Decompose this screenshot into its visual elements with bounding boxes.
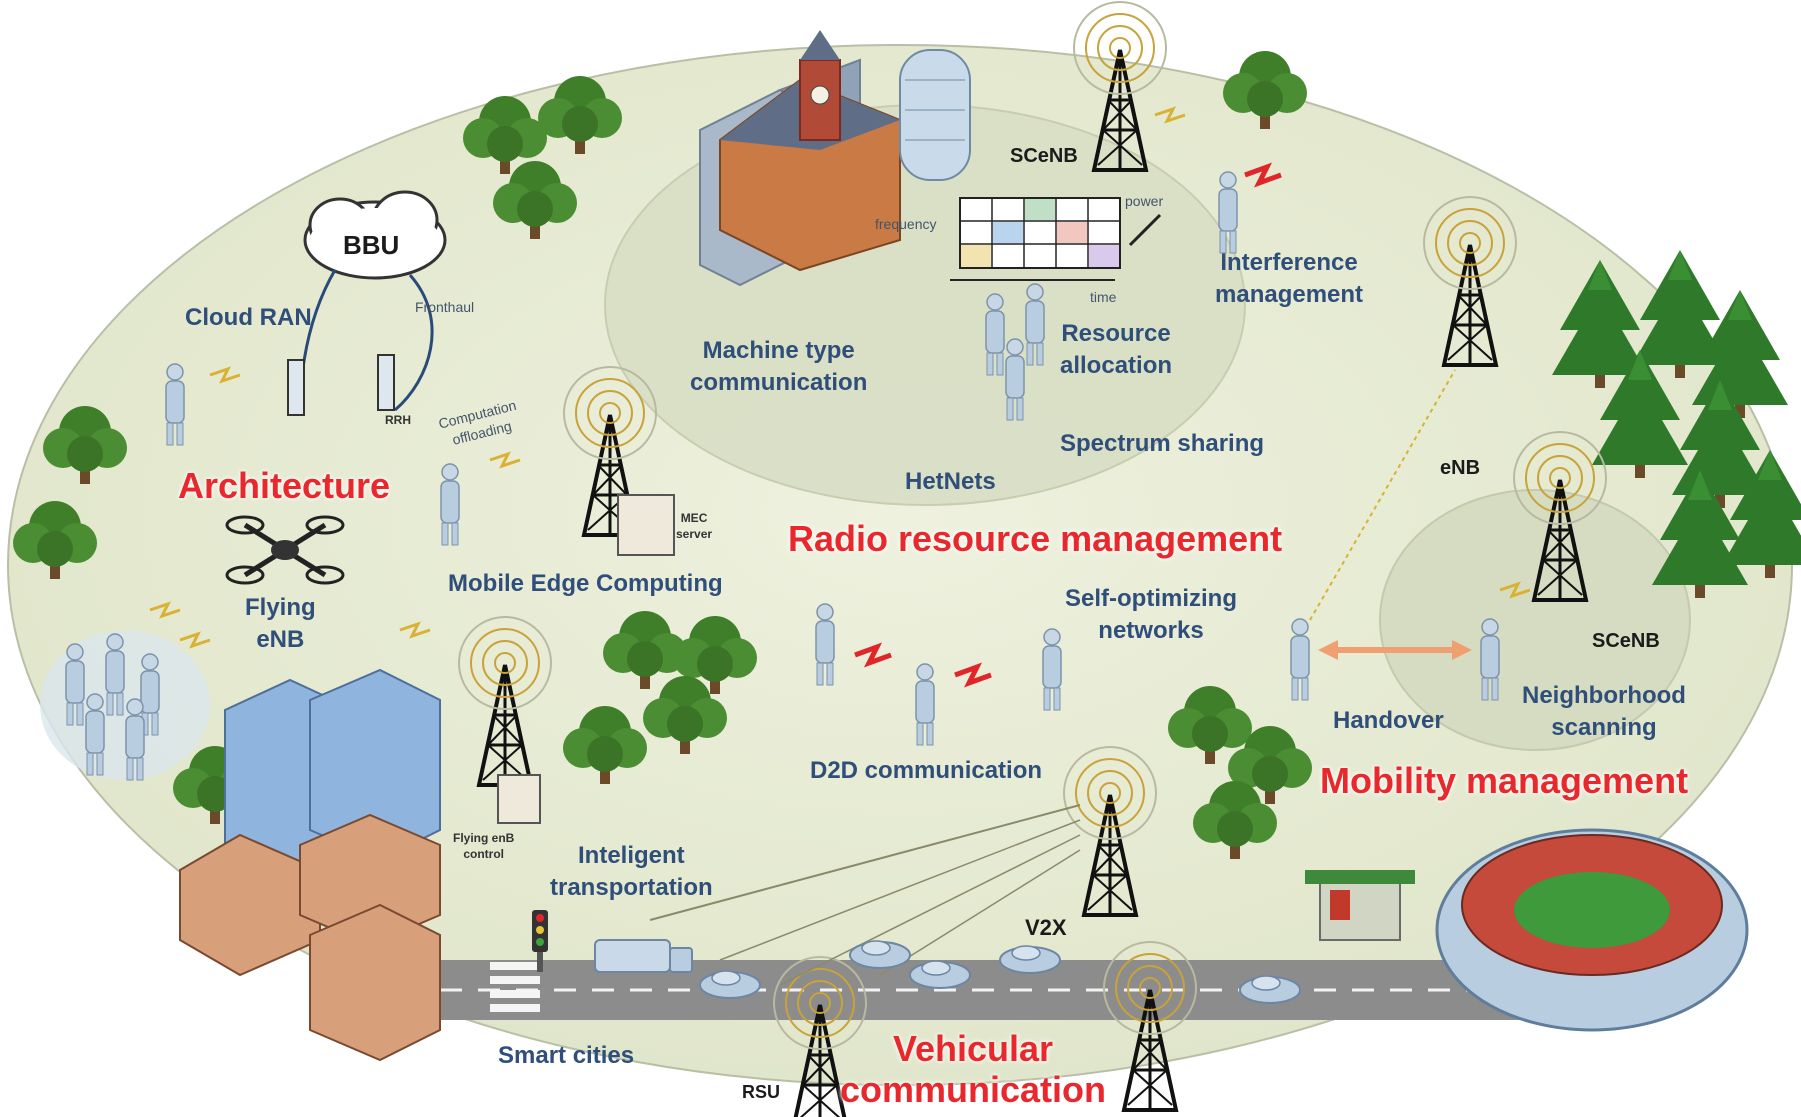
building-icon — [179, 668, 441, 1062]
handover-arrow — [1318, 640, 1472, 660]
enb-label: eNB — [1440, 457, 1481, 479]
neighborhood-scanning-label: Neighborhood scanning — [1522, 682, 1686, 742]
flying-enb-label: Flying eNB — [245, 594, 316, 654]
spectrum-sharing-label: Spectrum sharing — [1060, 430, 1265, 457]
smart-cities-label: Smart cities — [498, 1042, 635, 1069]
d2d-communication-label: D2D communication — [810, 757, 1043, 784]
fronthaul-label: Fronthaul — [415, 299, 475, 315]
intelligent-transportation-label: Inteligent transportation — [550, 842, 713, 902]
v2x-label: V2X — [1025, 915, 1067, 940]
category-radio-resource-management: Radio resource management — [788, 518, 1283, 559]
traffic-light-icon — [532, 910, 548, 972]
mec-server-label: MEC server — [676, 511, 713, 542]
machine-type-communication-label: Machine type communication — [690, 337, 868, 397]
building-icon — [1305, 870, 1415, 941]
building-icon — [719, 30, 901, 272]
scenb-zone — [1379, 489, 1691, 751]
car-icon — [849, 940, 911, 969]
hetnets-label: HetNets — [905, 468, 996, 495]
interference-management-label: Interference management — [1215, 249, 1364, 309]
rsu-label: RSU — [742, 1082, 781, 1102]
handover-label: Handover — [1333, 707, 1444, 734]
truck-icon — [594, 939, 693, 973]
crosswalk — [490, 962, 540, 1012]
car-icon — [699, 970, 761, 999]
scenb-top-label: SCeNB — [1010, 145, 1078, 167]
rrh-label: RRH — [385, 413, 411, 427]
cloud-icon — [303, 190, 447, 280]
time-axis-label: time — [1090, 289, 1117, 305]
power-axis-label: power — [1125, 193, 1164, 209]
mobile-edge-computing-label: Mobile Edge Computing — [448, 570, 723, 597]
category-vehicular-communication: Vehicular communication — [840, 1028, 1107, 1111]
cloud-ran-label: Cloud RAN — [185, 304, 312, 331]
frequency-axis-label: frequency — [875, 216, 937, 232]
resource-grid — [950, 197, 1162, 281]
category-architecture: Architecture — [178, 465, 391, 506]
flying-enb-control-label: Flying enB control — [453, 831, 515, 862]
car-icon — [909, 960, 971, 989]
category-mobility-management: Mobility management — [1320, 760, 1689, 801]
bbu-label: BBU — [343, 230, 400, 260]
scenb-right-label: SCeNB — [1592, 630, 1660, 652]
drone-icon — [225, 515, 345, 585]
server-icon — [617, 494, 675, 556]
server-icon — [497, 774, 541, 824]
building-icon — [899, 49, 971, 181]
stadium-icon — [1435, 828, 1749, 1032]
resource-allocation-label: Resource allocation — [1060, 320, 1173, 380]
car-icon — [999, 945, 1061, 974]
rrh-antenna — [287, 354, 395, 416]
self-optimizing-networks-label: Self-optimizing networks — [1065, 585, 1237, 645]
car-icon — [1239, 975, 1301, 1004]
crowd-zone — [40, 630, 210, 780]
